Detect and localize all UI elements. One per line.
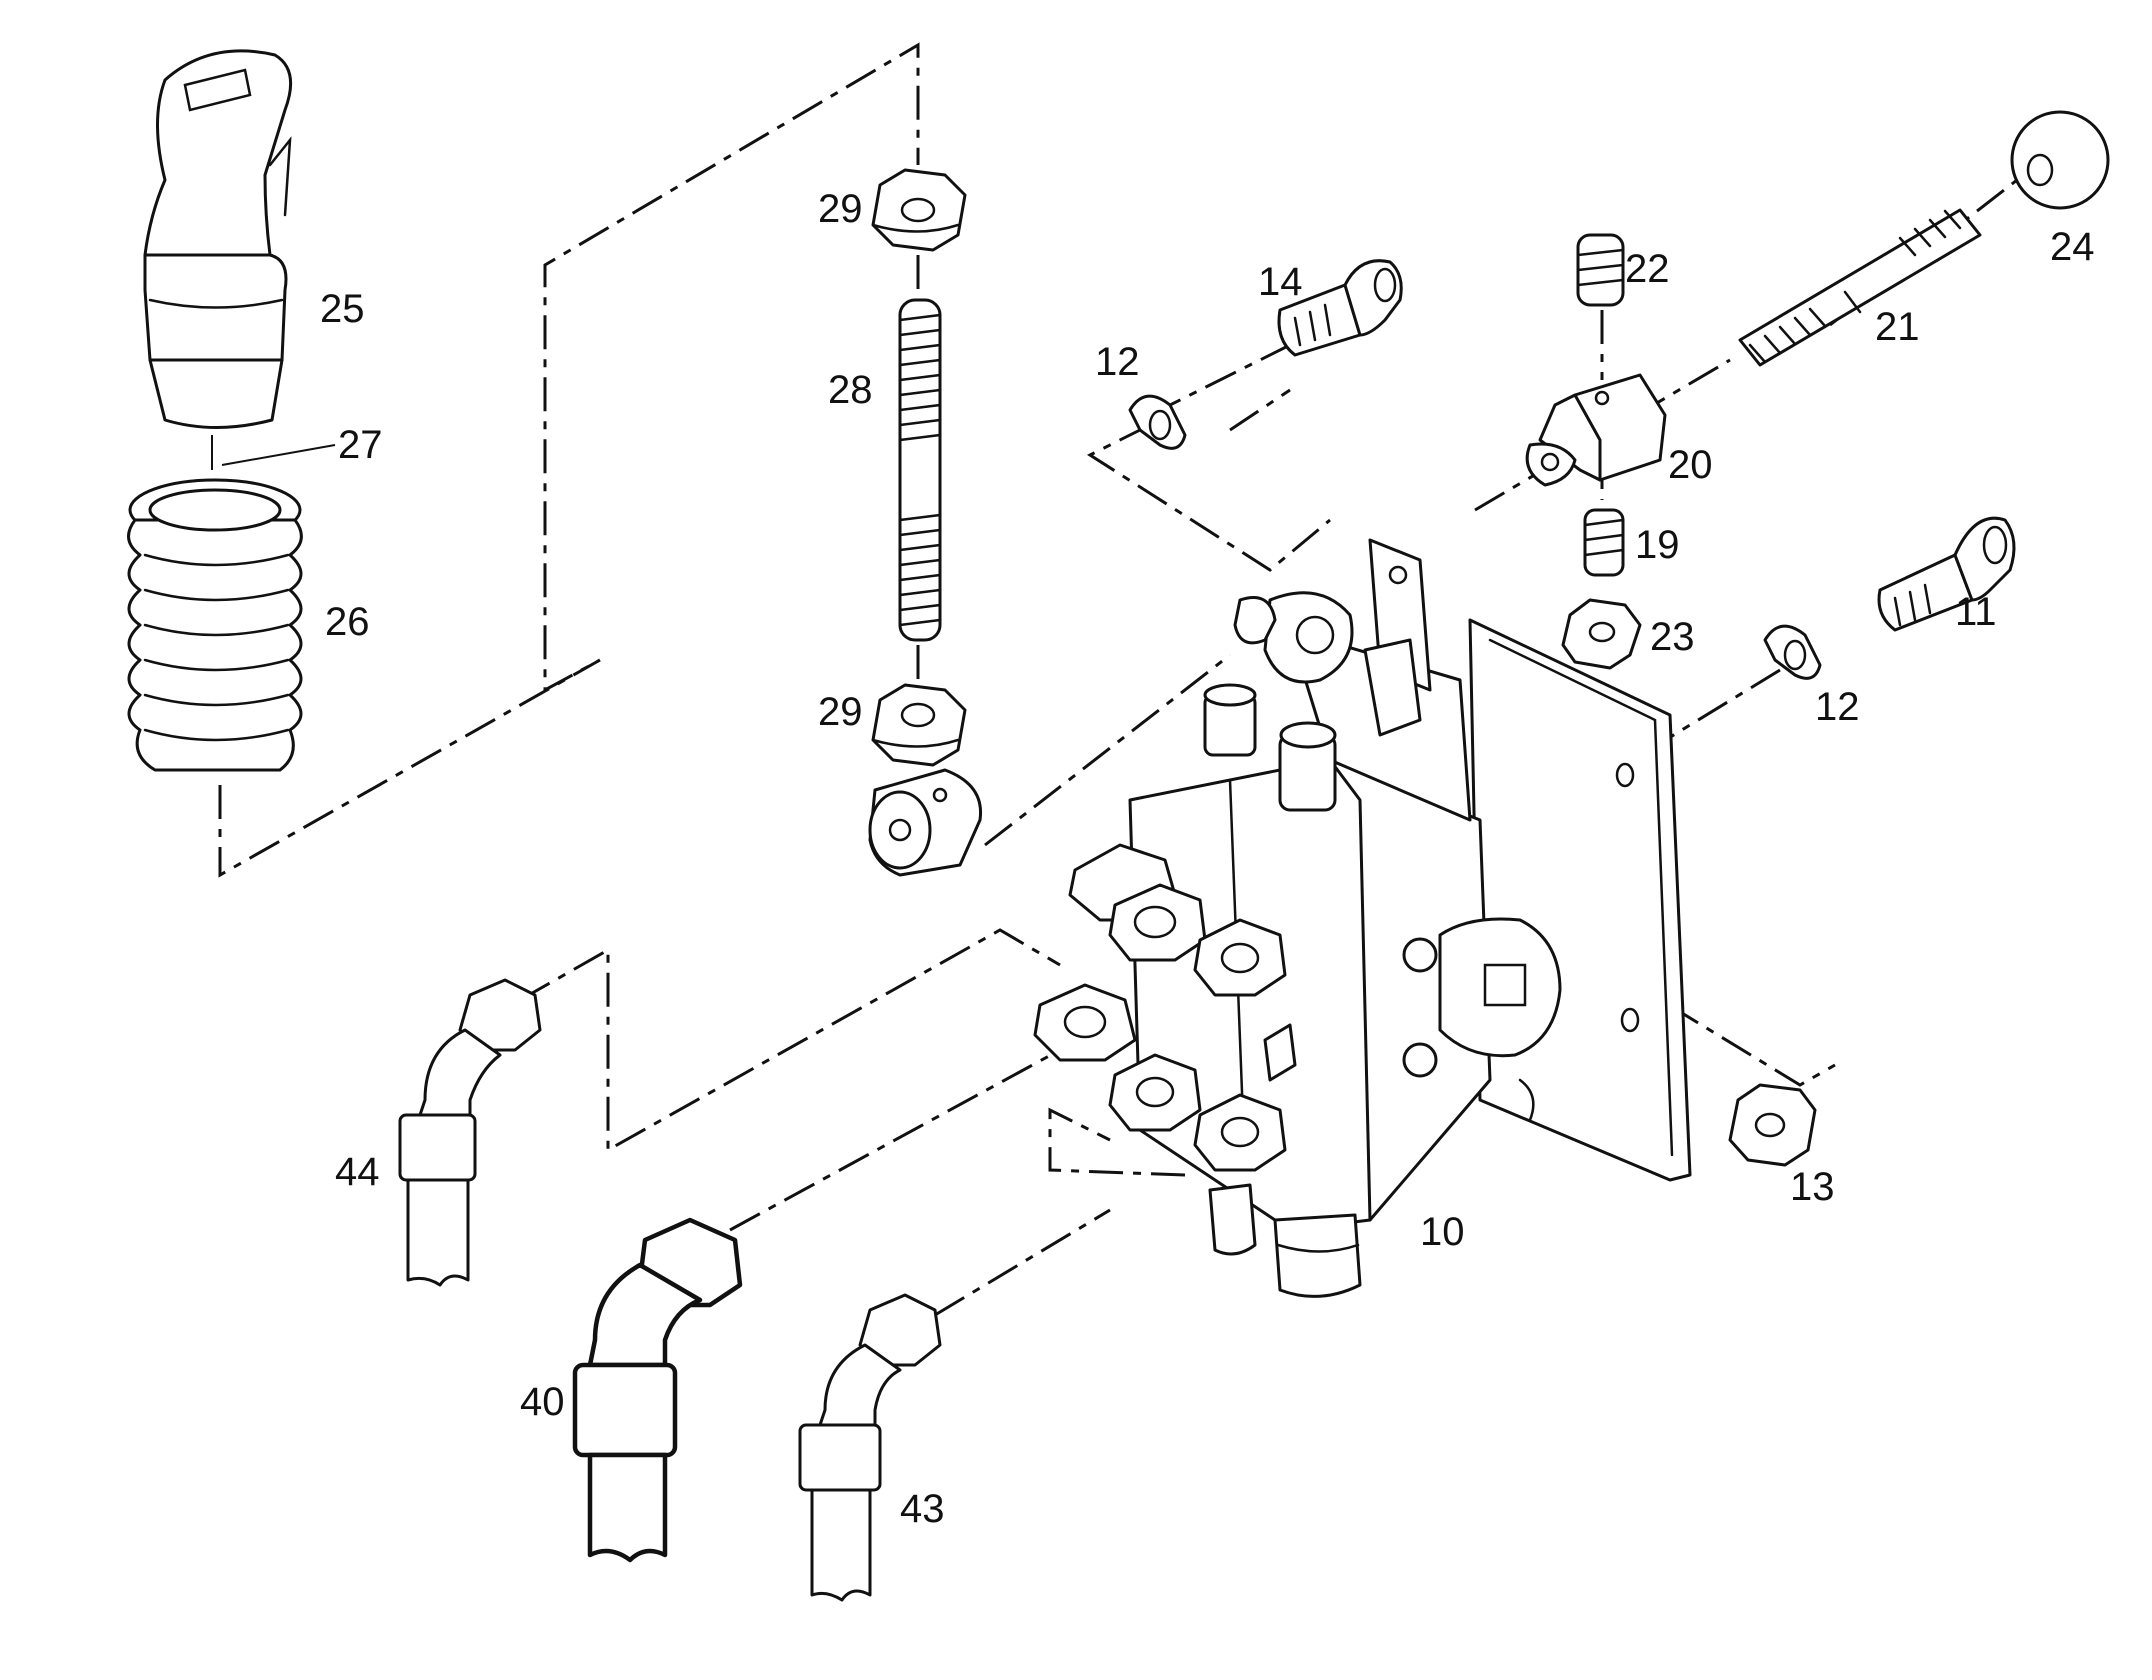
nut-part-29-top [871, 168, 967, 252]
washer-part-12-lower [1763, 624, 1822, 680]
mounting-plate [1468, 618, 1692, 1182]
callout-26: 26 [325, 600, 370, 644]
callout-labels: 10 11 12 12 13 14 19 20 21 22 23 24 25 2… [320, 187, 2095, 1531]
control-valve-block-part-10 [1033, 538, 1562, 1298]
callout-21: 21 [1875, 305, 1920, 349]
cap-screw-part-14 [1277, 259, 1403, 357]
callout-19: 19 [1635, 523, 1680, 567]
callout-44: 44 [335, 1150, 380, 1194]
collar-block [868, 768, 983, 877]
callout-12-upper: 12 [1095, 340, 1140, 384]
nut-part-13 [1728, 1083, 1817, 1167]
callout-29-top: 29 [818, 187, 863, 231]
nut-part-23 [1561, 598, 1642, 670]
callout-20: 20 [1668, 443, 1713, 487]
callout-22: 22 [1625, 247, 1670, 291]
callout-40: 40 [520, 1380, 565, 1424]
callout-13: 13 [1790, 1165, 1835, 1209]
callout-12-lower: 12 [1815, 685, 1860, 729]
set-screw-part-19 [1583, 508, 1625, 577]
callout-10: 10 [1420, 1210, 1465, 1254]
connector-block-part-20 [1525, 373, 1667, 487]
threaded-rod-part-28 [898, 298, 942, 642]
callout-29-bottom: 29 [818, 690, 863, 734]
hose-part-40 [572, 1217, 743, 1563]
hose-part-43 [798, 1293, 942, 1602]
linkage-rod-part-21 [1738, 208, 1982, 367]
callout-43: 43 [900, 1487, 945, 1531]
callout-27: 27 [338, 423, 383, 467]
ball-knob-part-24 [2010, 110, 2110, 210]
washer-part-12-upper [1128, 394, 1187, 450]
rubber-boot-part-26 [127, 478, 303, 772]
cap-screw-part-11 [1877, 516, 2016, 632]
callout-23: 23 [1650, 615, 1695, 659]
nut-part-29-bottom [871, 683, 967, 767]
hose-part-44 [398, 978, 542, 1287]
callout-25: 25 [320, 287, 365, 331]
set-screw-part-22 [1576, 233, 1625, 307]
callout-14: 14 [1258, 260, 1303, 304]
callout-24: 24 [2050, 225, 2095, 269]
callout-11: 11 [1955, 590, 1997, 634]
grip-handle-part-25 [143, 49, 293, 429]
callout-28: 28 [828, 368, 873, 412]
